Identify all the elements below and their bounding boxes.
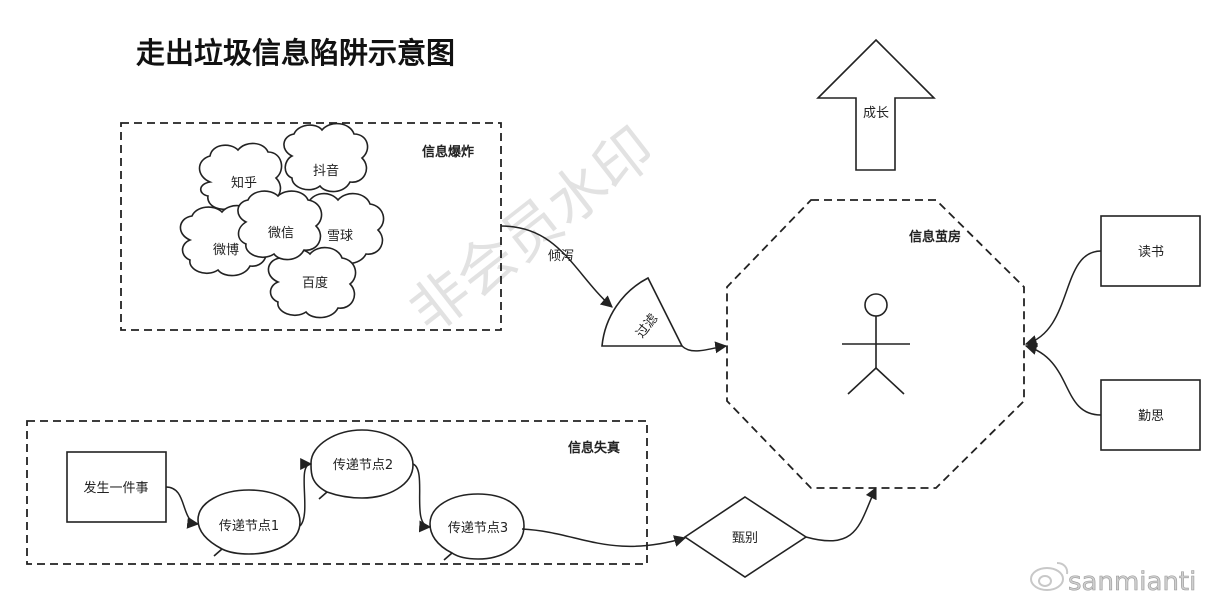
- edge-node1-to-node2[interactable]: [299, 458, 313, 527]
- edge-event-to-node1[interactable]: [165, 486, 200, 529]
- discern-label: 甄别: [732, 531, 758, 546]
- cloud-weixin[interactable]: 微信: [237, 190, 323, 261]
- weibo-icon: [1030, 562, 1069, 591]
- event-box-label: 发生一件事: [83, 480, 148, 496]
- edge-node3-to-discern[interactable]: [521, 528, 687, 548]
- think-box-label: 勤思: [1138, 409, 1164, 424]
- edge-pour-label: 倾泻: [548, 249, 574, 264]
- growth-arrow-label: 成长: [863, 106, 889, 121]
- relay-node-2[interactable]: 传递节点2: [310, 429, 414, 500]
- edge-read-to-cocoon[interactable]: [1024, 250, 1102, 347]
- relay-node-2-label: 传递节点2: [333, 458, 393, 473]
- relay-node-3[interactable]: 传递节点3: [429, 493, 525, 561]
- filter-shape[interactable]: 过滤: [601, 276, 684, 347]
- event-box[interactable]: 发生一件事: [66, 451, 167, 523]
- info-cocoon-label: 信息茧房: [909, 229, 961, 245]
- read-box[interactable]: 读书: [1100, 215, 1201, 287]
- edge-think-to-cocoon[interactable]: [1024, 343, 1102, 416]
- cloud-weixin-label: 微信: [268, 226, 294, 241]
- cloud-zhihu-label: 知乎: [231, 175, 257, 191]
- think-box[interactable]: 勤思: [1100, 379, 1201, 451]
- weibo-watermark-text: sanmianti: [1068, 567, 1196, 597]
- info-cocoon-octagon[interactable]: [726, 199, 1025, 489]
- edge-node2-to-node3[interactable]: [412, 463, 432, 533]
- growth-arrow[interactable]: 成长: [816, 38, 936, 171]
- cloud-douyin-label: 抖音: [313, 163, 339, 179]
- edge-discern-to-cocoon[interactable]: [805, 486, 877, 542]
- relay-node-1-label: 传递节点1: [219, 519, 279, 534]
- group-info-distortion-label: 信息失真: [568, 440, 620, 456]
- edge-pour[interactable]: [500, 225, 613, 308]
- group-info-explosion-label: 信息爆炸: [422, 144, 474, 160]
- cloud-xueqiu-label: 雪球: [327, 229, 353, 244]
- cloud-baidu-label: 百度: [302, 275, 328, 291]
- read-box-label: 读书: [1138, 245, 1164, 260]
- group-info-distortion[interactable]: [26, 420, 648, 565]
- edge-filter-to-cocoon[interactable]: [681, 341, 728, 354]
- diagram-title: 走出垃圾信息陷阱示意图: [136, 36, 455, 70]
- cloud-weibo-label: 微博: [213, 243, 239, 258]
- discern-diamond[interactable]: 甄别: [683, 496, 808, 578]
- relay-node-3-label: 传递节点3: [448, 521, 508, 536]
- relay-node-1[interactable]: 传递节点1: [197, 489, 301, 557]
- person-icon: [842, 293, 910, 395]
- cloud-douyin[interactable]: 抖音: [283, 122, 369, 193]
